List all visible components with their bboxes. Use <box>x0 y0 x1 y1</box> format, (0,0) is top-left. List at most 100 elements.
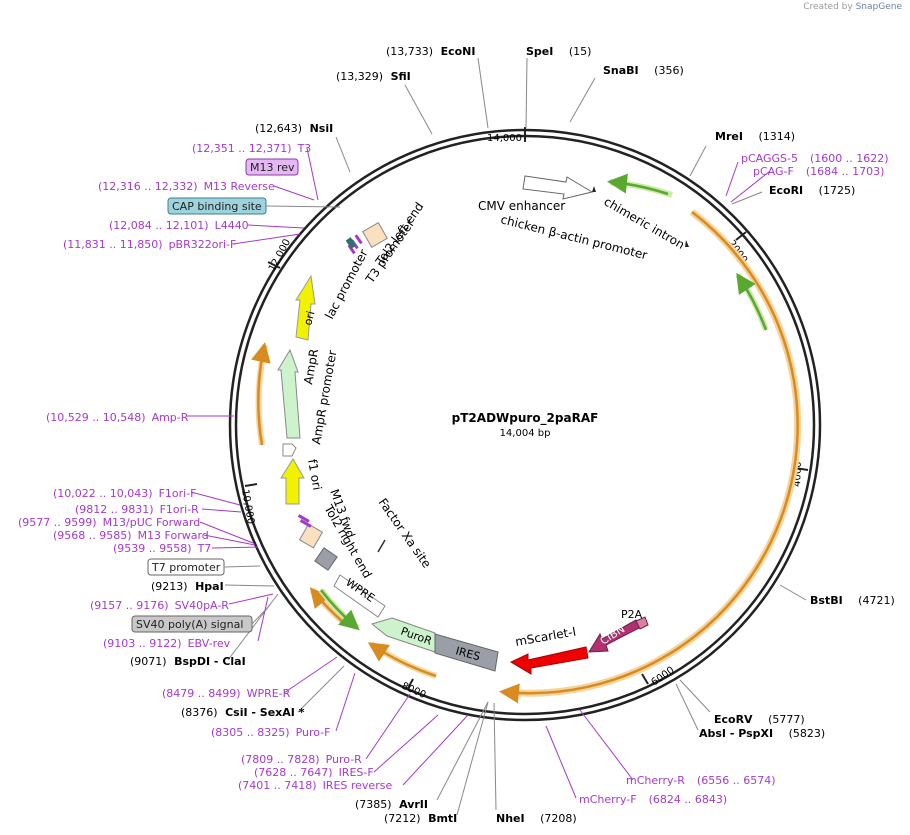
site-ecorv-pos: (5777) <box>768 713 805 726</box>
orange-primer-right-glow <box>503 209 802 697</box>
primer-ires-f-name: IRES-F <box>339 766 374 779</box>
primer-m13-puc-forward: (9577 .. 9599) M13/pUC Forward <box>18 516 200 529</box>
primer-ires-f-range: (7628 .. 7647) <box>254 766 333 779</box>
tol2-left-box <box>362 222 388 248</box>
primer-f1ori-r-name: F1ori-R <box>160 503 200 516</box>
primer-t3-range: (12,351 .. 12,371) <box>192 142 292 155</box>
site-nhei-name: NheI <box>496 812 525 825</box>
tick-4000: 4000 <box>792 461 804 487</box>
primer-l4440-range: (12,084 .. 12,101) <box>109 219 209 232</box>
site-econi-name: EcoNI <box>441 45 476 58</box>
primer-m13-reverse-range: (12,316 .. 12,332) <box>98 180 198 193</box>
site-mrei-pos: (1314) <box>758 130 795 143</box>
primer-puro-r: (7809 .. 7828)Puro-R <box>241 753 362 766</box>
primer-t7-name: T7 <box>197 542 212 555</box>
primer-sv40pa-r-name: SV40pA-R <box>175 599 230 612</box>
tol2-right-box <box>298 523 324 549</box>
primer-mcherry-f: mCherry-F (6824 .. 6843) <box>579 793 727 806</box>
primer-f1ori-r: (9812 .. 9831)F1ori-R <box>75 503 199 516</box>
primer-m13-forward-name: M13 Forward <box>138 529 209 542</box>
site-nsii-name: NsiI <box>310 122 334 135</box>
orange-primer-bottom <box>367 642 437 678</box>
sv40-polya-label: SV40 poly(A) signal <box>136 618 243 631</box>
primer-ebv-rev-range: (9103 .. 9122) <box>103 637 182 650</box>
site-nhei: NheI (7208) <box>496 812 577 825</box>
site-csii-name: CsiI - SexAI * <box>225 706 305 719</box>
primer-mcherry-r-range: (6556 .. 6574) <box>697 774 776 787</box>
intron-marker-2 <box>685 240 689 247</box>
site-absi: AbsI - PspXI (5823) <box>699 727 825 740</box>
orange-primer-right <box>499 211 799 704</box>
mscarlet-arrow <box>509 646 589 675</box>
primer-amp-r-name: Amp-R <box>152 411 189 424</box>
primer-ebv-rev-name: EBV-rev <box>188 637 231 650</box>
green-primer-wpre <box>320 589 360 631</box>
site-mrei: MreI (1314) <box>715 130 795 143</box>
primer-wpre-r-range: (8479 .. 8499) <box>162 687 241 700</box>
site-sfii-name: SfiI <box>391 70 411 83</box>
primer-puro-f-range: (8305 .. 8325) <box>211 726 290 739</box>
site-ecorv: EcoRV (5777) <box>714 713 805 726</box>
site-sfii: (13,329) SfiI <box>336 70 411 83</box>
primer-mcherry-f-range: (6824 .. 6843) <box>649 793 728 806</box>
primer-puro-r-range: (7809 .. 7828) <box>241 753 320 766</box>
primer-mcherry-f-name: mCherry-F <box>579 793 637 806</box>
p2a-box <box>635 616 649 630</box>
site-nsii: (12,643) NsiI <box>255 122 333 135</box>
primer-m13-forward: (9568 .. 9585)M13 Forward <box>53 529 209 542</box>
factor-xa-marker <box>377 539 386 553</box>
site-bspdi: (9071) BspDI - ClaI <box>130 655 246 668</box>
primer-mcherry-r-name: mCherry-R <box>626 774 685 787</box>
primer-l4440-name: L4440 <box>215 219 249 232</box>
t7-leader <box>223 565 261 568</box>
site-avrii: (7385) AvrII <box>355 798 428 811</box>
primer-pcag-f-range: (1684 .. 1703) <box>806 165 885 178</box>
site-bstbi-name: BstBI <box>810 594 843 607</box>
green-primer-top <box>607 173 669 196</box>
primer-pcag-f-name: pCAG-F <box>753 165 794 178</box>
primer-mcherry-r: mCherry-R (6556 .. 6574) <box>626 774 775 787</box>
wpre-box <box>333 574 386 618</box>
m13-rev-box <box>245 158 299 176</box>
primer-ires-reverse-range: (7401 .. 7418) <box>238 779 317 792</box>
sv40-leader <box>251 604 271 625</box>
credit-brand: SnapGene <box>855 2 902 12</box>
snapgene-credit: Created by SnapGene <box>803 2 902 12</box>
site-ecori-pos: (1725) <box>819 184 856 197</box>
t7-promoter-label: T7 promoter <box>151 561 221 574</box>
site-snabi-name: SnaBI <box>603 64 639 77</box>
primer-wpre-r: (8479 .. 8499)WPRE-R <box>162 687 291 700</box>
primer-m13-puc-forward-name: M13/pUC Forward <box>103 516 201 529</box>
ori-arrow <box>295 274 316 341</box>
orange-primer-left <box>251 342 271 446</box>
primer-f1ori-f-name: F1ori-F <box>159 487 197 500</box>
lac-promoter-block <box>345 237 357 249</box>
label-cmv-enhancer: CMV enhancer <box>478 199 565 213</box>
site-absi-pos: (5823) <box>789 727 826 740</box>
site-sfii-pos: (13,329) <box>336 70 383 83</box>
credit-prefix: Created by <box>803 2 853 12</box>
primer-puro-f-name: Puro-F <box>296 726 331 739</box>
site-bstbi-pos: (4721) <box>858 594 895 607</box>
site-spei-name: SpeI <box>526 45 553 58</box>
primer-m13-puc-forward-range: (9577 .. 9599) <box>18 516 97 529</box>
site-avrii-name: AvrII <box>399 798 428 811</box>
primer-amp-r-range: (10,529 .. 10,548) <box>46 411 146 424</box>
primer-pcag-f: pCAG-F (1684 .. 1703) <box>753 165 884 178</box>
primer-t7: (9539 .. 9558)T7 <box>113 542 211 555</box>
primer-pcaggs-5: pCAGGS-5(1600 .. 1622) <box>741 152 889 165</box>
sv40-polyA-block <box>314 547 338 571</box>
site-mrei-name: MreI <box>715 130 743 143</box>
primer-l4440: (12,084 .. 12,101) L4440 <box>109 219 249 232</box>
primer-f1ori-f: (10,022 .. 10,043)F1ori-F <box>53 487 197 500</box>
puror-arrow <box>370 617 436 653</box>
site-absi-name: AbsI - PspXI <box>699 727 773 740</box>
site-spei: SpeI (15) <box>526 45 591 58</box>
site-ecori: EcoRI (1725) <box>769 184 855 197</box>
label-lac-promoter: lac promoter <box>322 247 370 321</box>
site-ecori-name: EcoRI <box>769 184 803 197</box>
site-econi: (13,733) EcoNI <box>386 45 475 58</box>
site-nhei-pos: (7208) <box>540 812 577 825</box>
primer-pbr322ori-f-name: pBR322ori-F <box>169 238 237 251</box>
site-ecorv-name: EcoRV <box>714 713 753 726</box>
